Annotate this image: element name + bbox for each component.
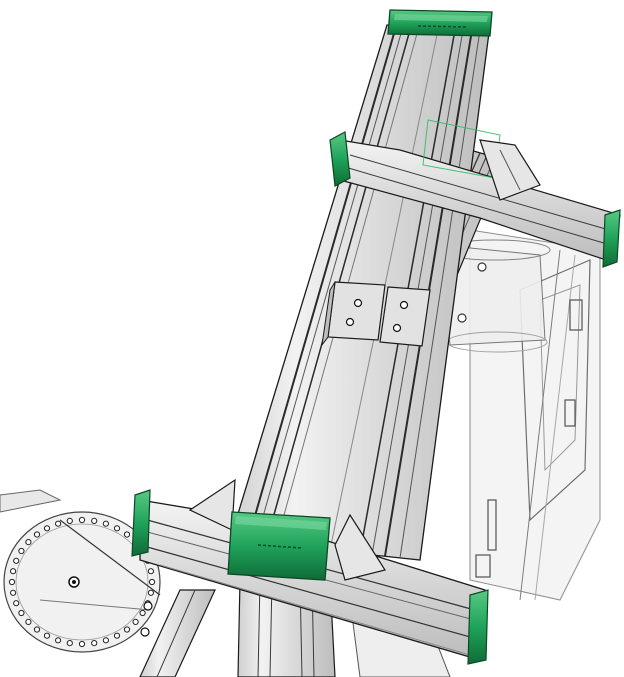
disc-hole [113, 632, 121, 639]
top-end-cap [387, 9, 493, 37]
disc-hole [18, 609, 25, 617]
disc-hole [55, 520, 62, 527]
upper-right-end-cap [602, 209, 621, 268]
lower-leg-left [139, 589, 216, 677]
disc-hole [102, 637, 110, 644]
disc-hole [55, 637, 62, 644]
disc-hole [43, 632, 51, 639]
disc-hole [147, 568, 154, 575]
disc-hole [102, 520, 110, 527]
disc-hole [148, 578, 156, 586]
disc-hole [10, 568, 17, 575]
disc-hole [18, 547, 25, 555]
disc-hole [139, 609, 146, 617]
disc-hole [8, 578, 16, 586]
corner-bracket-left [321, 281, 386, 346]
corner-bracket-right [379, 286, 431, 347]
lower-left-end-cap [131, 489, 151, 557]
lower-right-end-cap [467, 589, 489, 665]
disc-hole [25, 539, 32, 546]
disc-hole [123, 531, 131, 538]
gusset-lower-left [188, 478, 236, 531]
disc-hole [66, 517, 73, 525]
disc-hole [113, 525, 121, 532]
disc-hole [13, 600, 20, 607]
disc-hole [33, 531, 41, 538]
disc-hole [123, 626, 131, 633]
disc-hole [43, 525, 51, 532]
disc-hole [147, 589, 154, 596]
disc-hole [91, 640, 98, 647]
disc-hole [66, 640, 73, 647]
disc-hole [78, 640, 86, 648]
lower-center-end-cap [227, 511, 331, 581]
disc-hole [78, 516, 86, 524]
disc-hole [33, 626, 41, 633]
cylindrical-hub [439, 239, 551, 353]
disc-hole [91, 517, 98, 525]
disc-hole [132, 618, 139, 626]
disc-hole [10, 589, 17, 596]
gusset-upper [479, 139, 541, 201]
disc-hole [13, 557, 20, 564]
gusset-lower-right [334, 513, 386, 581]
upper-left-end-cap [329, 131, 351, 187]
disc-hole [25, 618, 32, 626]
